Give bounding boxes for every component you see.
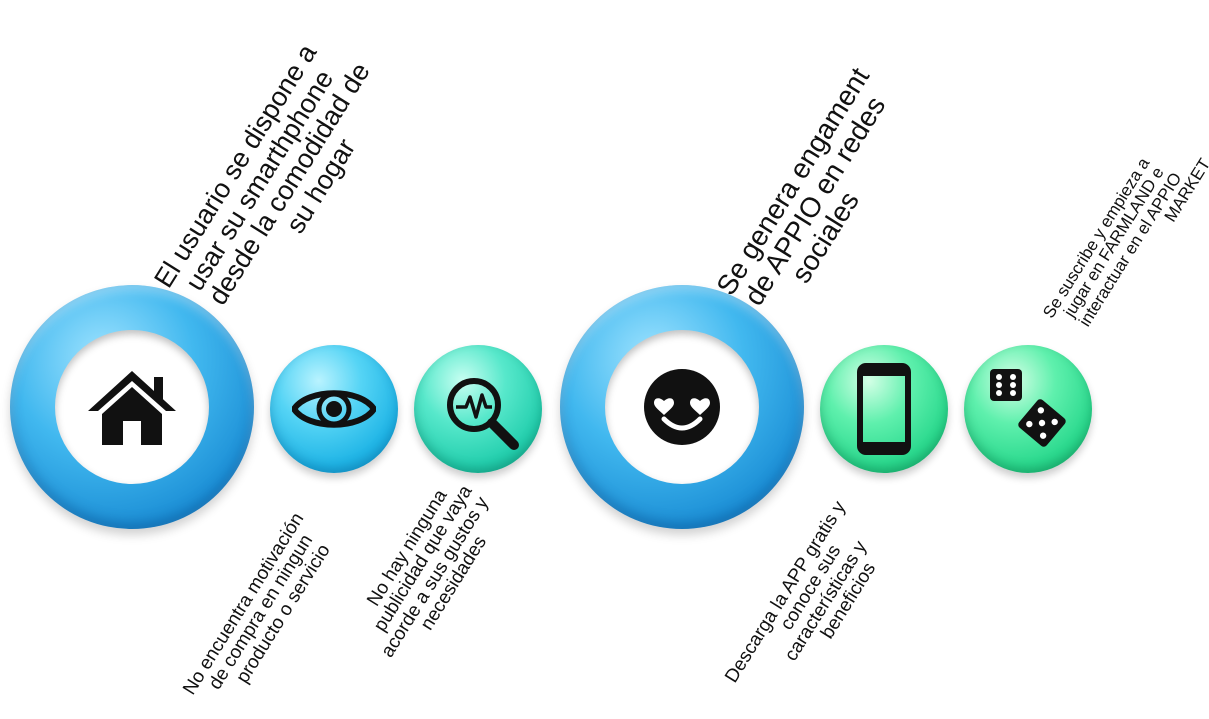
step-1-ring-center <box>55 330 209 484</box>
step-2-ball <box>270 345 398 473</box>
search-pulse-icon <box>447 378 519 450</box>
step-4-ring <box>560 285 804 529</box>
heart-eyes-smiley-icon <box>644 369 720 445</box>
step-4-label: Se genera engament de APPIO en redes soc… <box>710 62 923 330</box>
step-5-ball <box>820 345 948 473</box>
step-1-label: El usuario se dispone a usar su smarthph… <box>148 29 399 336</box>
step-5-label: Descarga la APP gratis y conoce sus cara… <box>721 498 899 717</box>
step-1-ring <box>10 285 254 529</box>
step-3-ball <box>414 345 542 473</box>
step-4-ring-center <box>605 330 759 484</box>
step-2-label: No encuentra motivación de compra en nin… <box>179 509 341 719</box>
eye-icon <box>292 390 376 428</box>
step-6-label: Se suscribe y empieza a jugar en FARMLAN… <box>1039 128 1209 349</box>
smartphone-icon <box>857 363 911 455</box>
house-icon <box>88 371 176 445</box>
step-3-label: No hay ninguna publicidad que vaya acord… <box>345 472 509 671</box>
step-2-label-line: de compra en ningun <box>205 531 318 694</box>
dice-icon <box>990 369 1066 447</box>
step-6-ball <box>964 345 1092 473</box>
